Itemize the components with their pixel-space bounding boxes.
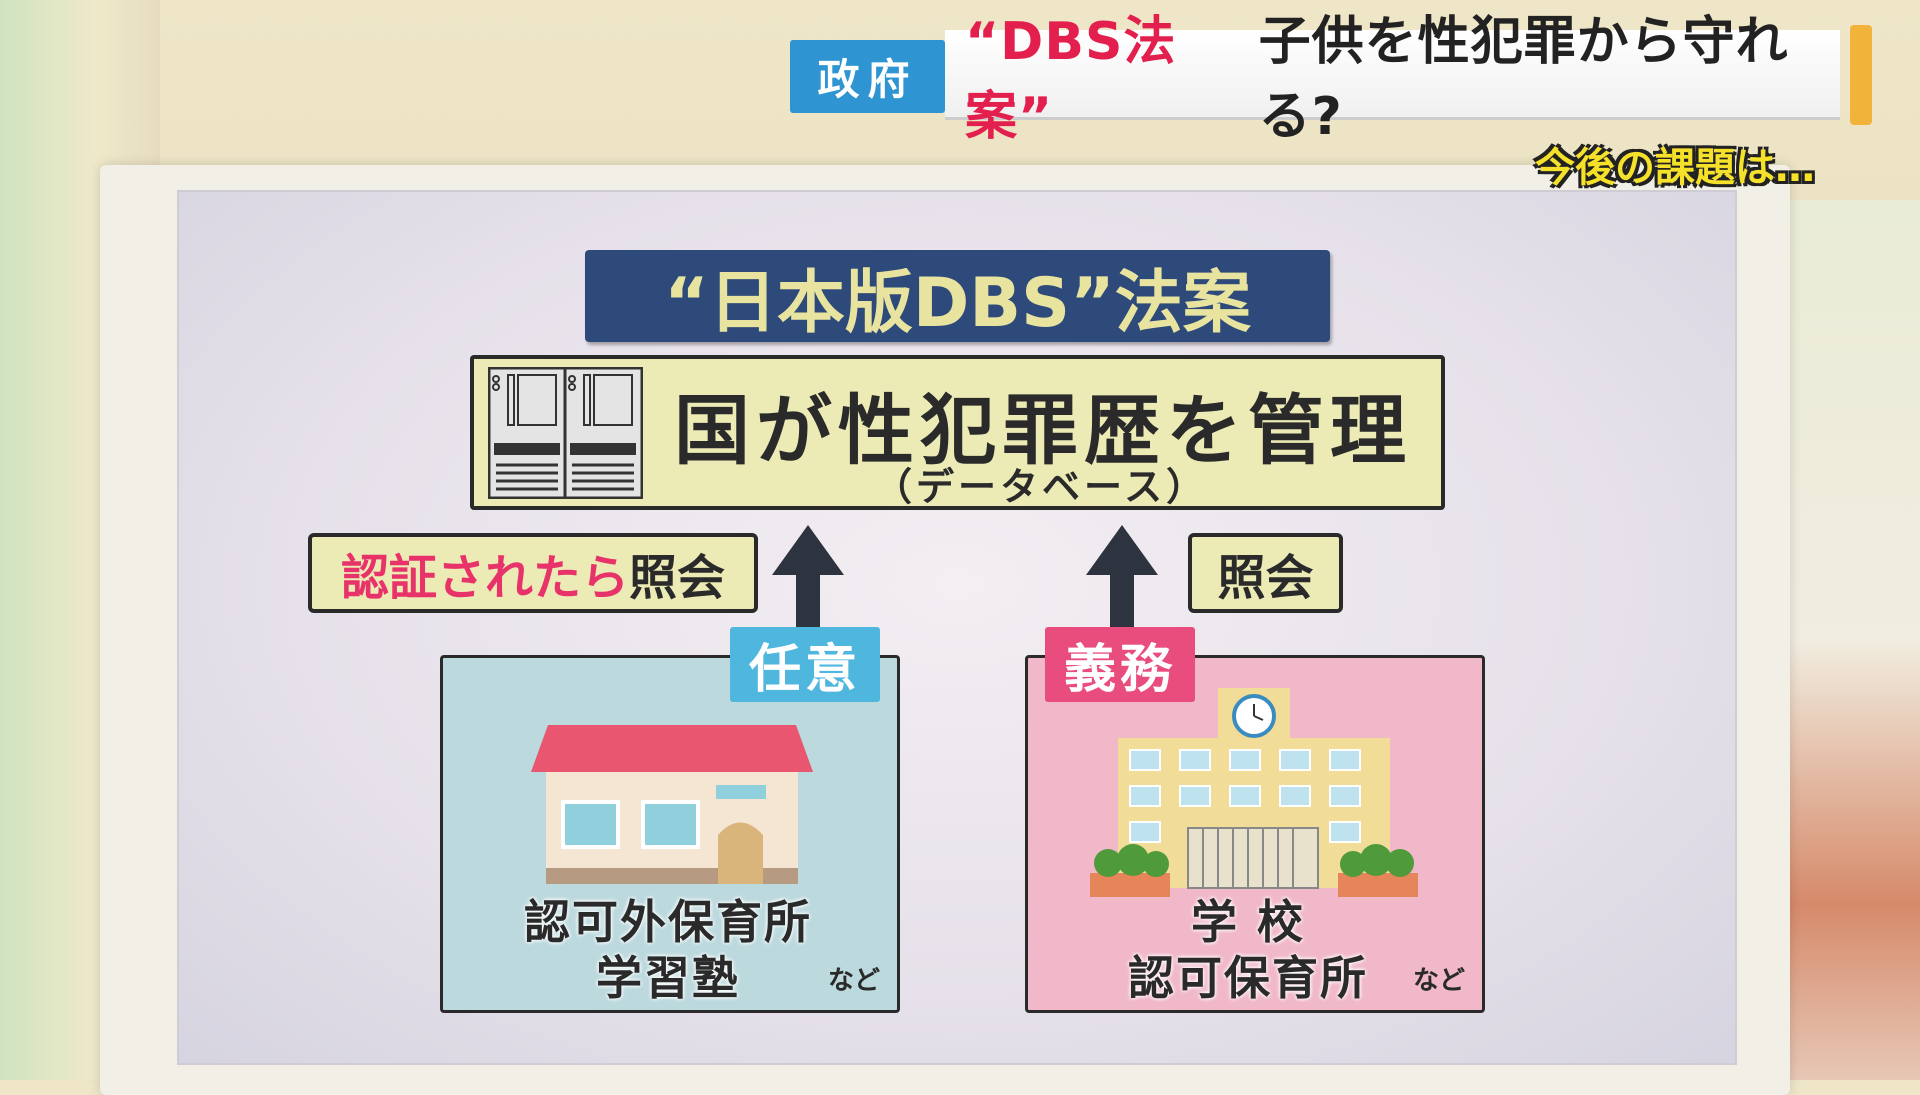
left-line2: 学習塾 bbox=[596, 951, 740, 1005]
right-etc: など bbox=[1413, 966, 1466, 996]
subtitle: 今後の課題は… bbox=[1535, 145, 1815, 191]
server-cabinet-icon bbox=[488, 367, 643, 499]
left-arrow-up-icon bbox=[772, 525, 844, 575]
mandatory-tag: 義務 bbox=[1045, 627, 1195, 702]
right-query-label: 照会 bbox=[1188, 533, 1343, 613]
optional-facilities-box: 認可外保育所 学習塾 など bbox=[440, 655, 900, 1013]
headline-red: “DBS法案” bbox=[965, 11, 1177, 147]
school-icon bbox=[1090, 688, 1418, 897]
left-label-query: 照会 bbox=[629, 550, 726, 606]
headline-text: 子供を性犯罪から守れる? bbox=[1258, 11, 1789, 147]
board-title: “日本版DBS”法案 bbox=[585, 250, 1330, 343]
mandatory-facilities-box: 学 校 認可保育所 など bbox=[1025, 655, 1485, 1013]
right-line2: 認可保育所 bbox=[1128, 951, 1368, 1005]
right-arrow-shaft bbox=[1110, 574, 1134, 634]
banner-accent bbox=[1850, 25, 1872, 125]
left-line1: 認可外保育所 bbox=[524, 895, 812, 949]
house-icon bbox=[531, 725, 813, 884]
left-query-label: 認証されたら照会 bbox=[308, 533, 758, 613]
headline-banner: “DBS法案” 子供を性犯罪から守れる? bbox=[945, 12, 1840, 147]
left-etc: など bbox=[828, 966, 881, 996]
studio-background-right bbox=[1780, 200, 1920, 1080]
right-arrow-up-icon bbox=[1086, 525, 1158, 575]
left-label-condition: 認証されたら bbox=[340, 550, 629, 606]
right-label-query: 照会 bbox=[1217, 550, 1314, 606]
database-main-text: 国が性犯罪歴を管理 bbox=[674, 386, 1412, 475]
right-line1: 学 校 bbox=[1190, 895, 1305, 949]
headline-tag: 政府 bbox=[790, 40, 945, 113]
optional-tag: 任意 bbox=[730, 627, 880, 702]
left-arrow-shaft bbox=[796, 574, 820, 634]
database-sub-text: （データベース） bbox=[874, 465, 1209, 509]
database-box: 国が性犯罪歴を管理 （データベース） bbox=[470, 355, 1445, 510]
